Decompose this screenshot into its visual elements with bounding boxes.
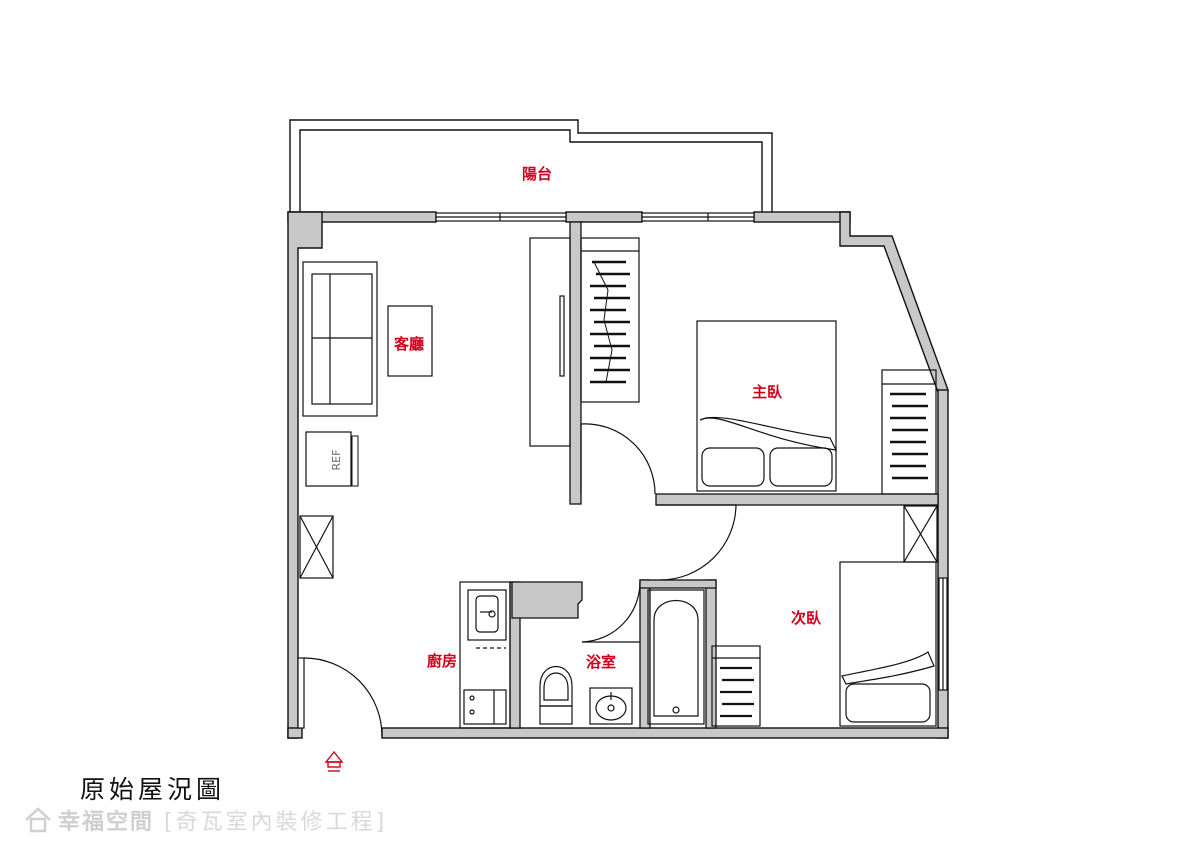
coffee-table	[387, 305, 433, 377]
watermark: 幸福空間 [奇瓦室內裝修工程]	[24, 804, 387, 836]
house-icon	[25, 807, 51, 833]
fridge: REF	[305, 431, 359, 487]
tv-cabinet	[529, 237, 571, 447]
wash-basin	[589, 687, 633, 725]
doors	[297, 423, 737, 737]
kitchen-counter	[459, 581, 511, 729]
second-wardrobe	[711, 645, 761, 727]
second-cabinet	[903, 505, 938, 563]
entrance-arrow-icon	[324, 750, 344, 772]
watermark-brand: 幸福空間	[58, 810, 155, 835]
room-label-balcony: 陽台	[522, 165, 552, 183]
fridge-label: REF	[330, 450, 343, 471]
windows	[435, 212, 948, 691]
balcony-outline	[289, 119, 773, 212]
exterior-walls	[287, 211, 949, 739]
room-label-bathroom: 浴室	[586, 653, 616, 671]
toilet	[539, 665, 573, 725]
master-wardrobe-top	[580, 237, 640, 403]
sofa	[302, 261, 378, 417]
interior-walls	[509, 221, 939, 729]
room-label-master: 主臥	[752, 383, 783, 401]
bathtub	[647, 589, 705, 725]
room-label-second: 次臥	[791, 609, 822, 627]
watermark-company: [奇瓦室內裝修工程]	[164, 810, 388, 835]
plan-caption: 原始屋況圖	[80, 775, 226, 804]
master-wardrobe-right	[881, 369, 937, 495]
second-bed	[839, 561, 937, 727]
living-cabinet	[299, 515, 334, 579]
master-bed	[696, 320, 838, 492]
room-label-living: 客廳	[393, 335, 424, 353]
room-label-kitchen: 廚房	[427, 652, 457, 670]
